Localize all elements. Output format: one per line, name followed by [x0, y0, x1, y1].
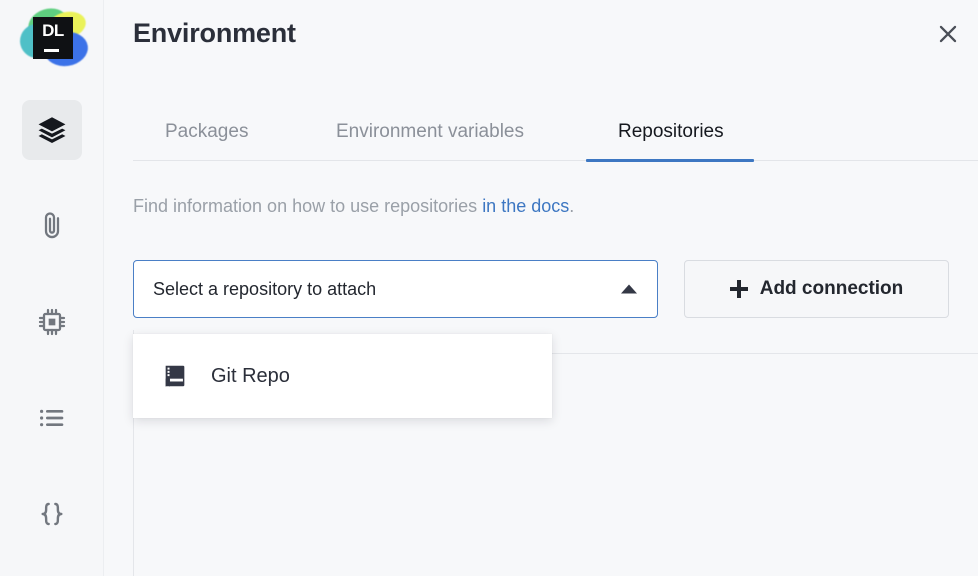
logo-underscore [44, 49, 59, 52]
table-header-divider [134, 353, 978, 354]
add-connection-label: Add connection [759, 278, 904, 299]
sidebar: DL [0, 0, 104, 576]
dataspell-logo: DL [16, 3, 91, 74]
cpu-chip-icon [36, 306, 68, 338]
sidebar-item-variables[interactable] [22, 484, 82, 544]
list-icon [36, 402, 68, 434]
dropdown-option-label: Git Repo [211, 364, 290, 387]
layers-icon [35, 113, 69, 147]
plus-icon [729, 280, 748, 298]
braces-icon [36, 498, 68, 530]
docs-link[interactable]: in the docs [482, 196, 570, 216]
repository-select[interactable]: Select a repository to attach [133, 260, 658, 318]
repository-dropdown-menu: Git Repo [133, 334, 552, 418]
sidebar-item-hardware[interactable] [22, 292, 82, 352]
tab-environment-variables[interactable]: Environment variables [336, 104, 524, 160]
tab-packages-label: Packages [165, 121, 249, 142]
paperclip-icon [36, 210, 68, 242]
docs-hint: Find information on how to use repositor… [133, 196, 574, 217]
tab-packages[interactable]: Packages [165, 104, 248, 160]
sidebar-item-environment[interactable] [22, 100, 82, 160]
add-connection-button[interactable]: Add connection [684, 260, 949, 318]
caret-up-icon [621, 284, 637, 294]
dropdown-option-git-repo[interactable]: Git Repo [133, 334, 552, 418]
sidebar-item-attachments[interactable] [22, 196, 82, 256]
tab-repositories-label: Repositories [618, 121, 724, 142]
close-button[interactable] [930, 18, 966, 54]
page-title: Environment [133, 18, 296, 48]
tabs-divider [133, 160, 978, 161]
docs-hint-prefix: Find information on how to use repositor… [133, 196, 483, 216]
book-repo-icon [161, 362, 189, 390]
repository-select-value: Select a repository to attach [153, 278, 377, 299]
logo-square: DL [33, 17, 73, 59]
active-tab-indicator [586, 159, 754, 162]
logo-text: DL [42, 21, 64, 40]
close-icon [935, 21, 961, 52]
tab-repositories[interactable]: Repositories [586, 104, 754, 162]
tab-bar: Packages Environment variables Repositor… [133, 104, 978, 162]
tab-environment-variables-label: Environment variables [336, 121, 524, 142]
docs-hint-suffix: . [569, 196, 575, 216]
sidebar-item-logs[interactable] [22, 388, 82, 448]
